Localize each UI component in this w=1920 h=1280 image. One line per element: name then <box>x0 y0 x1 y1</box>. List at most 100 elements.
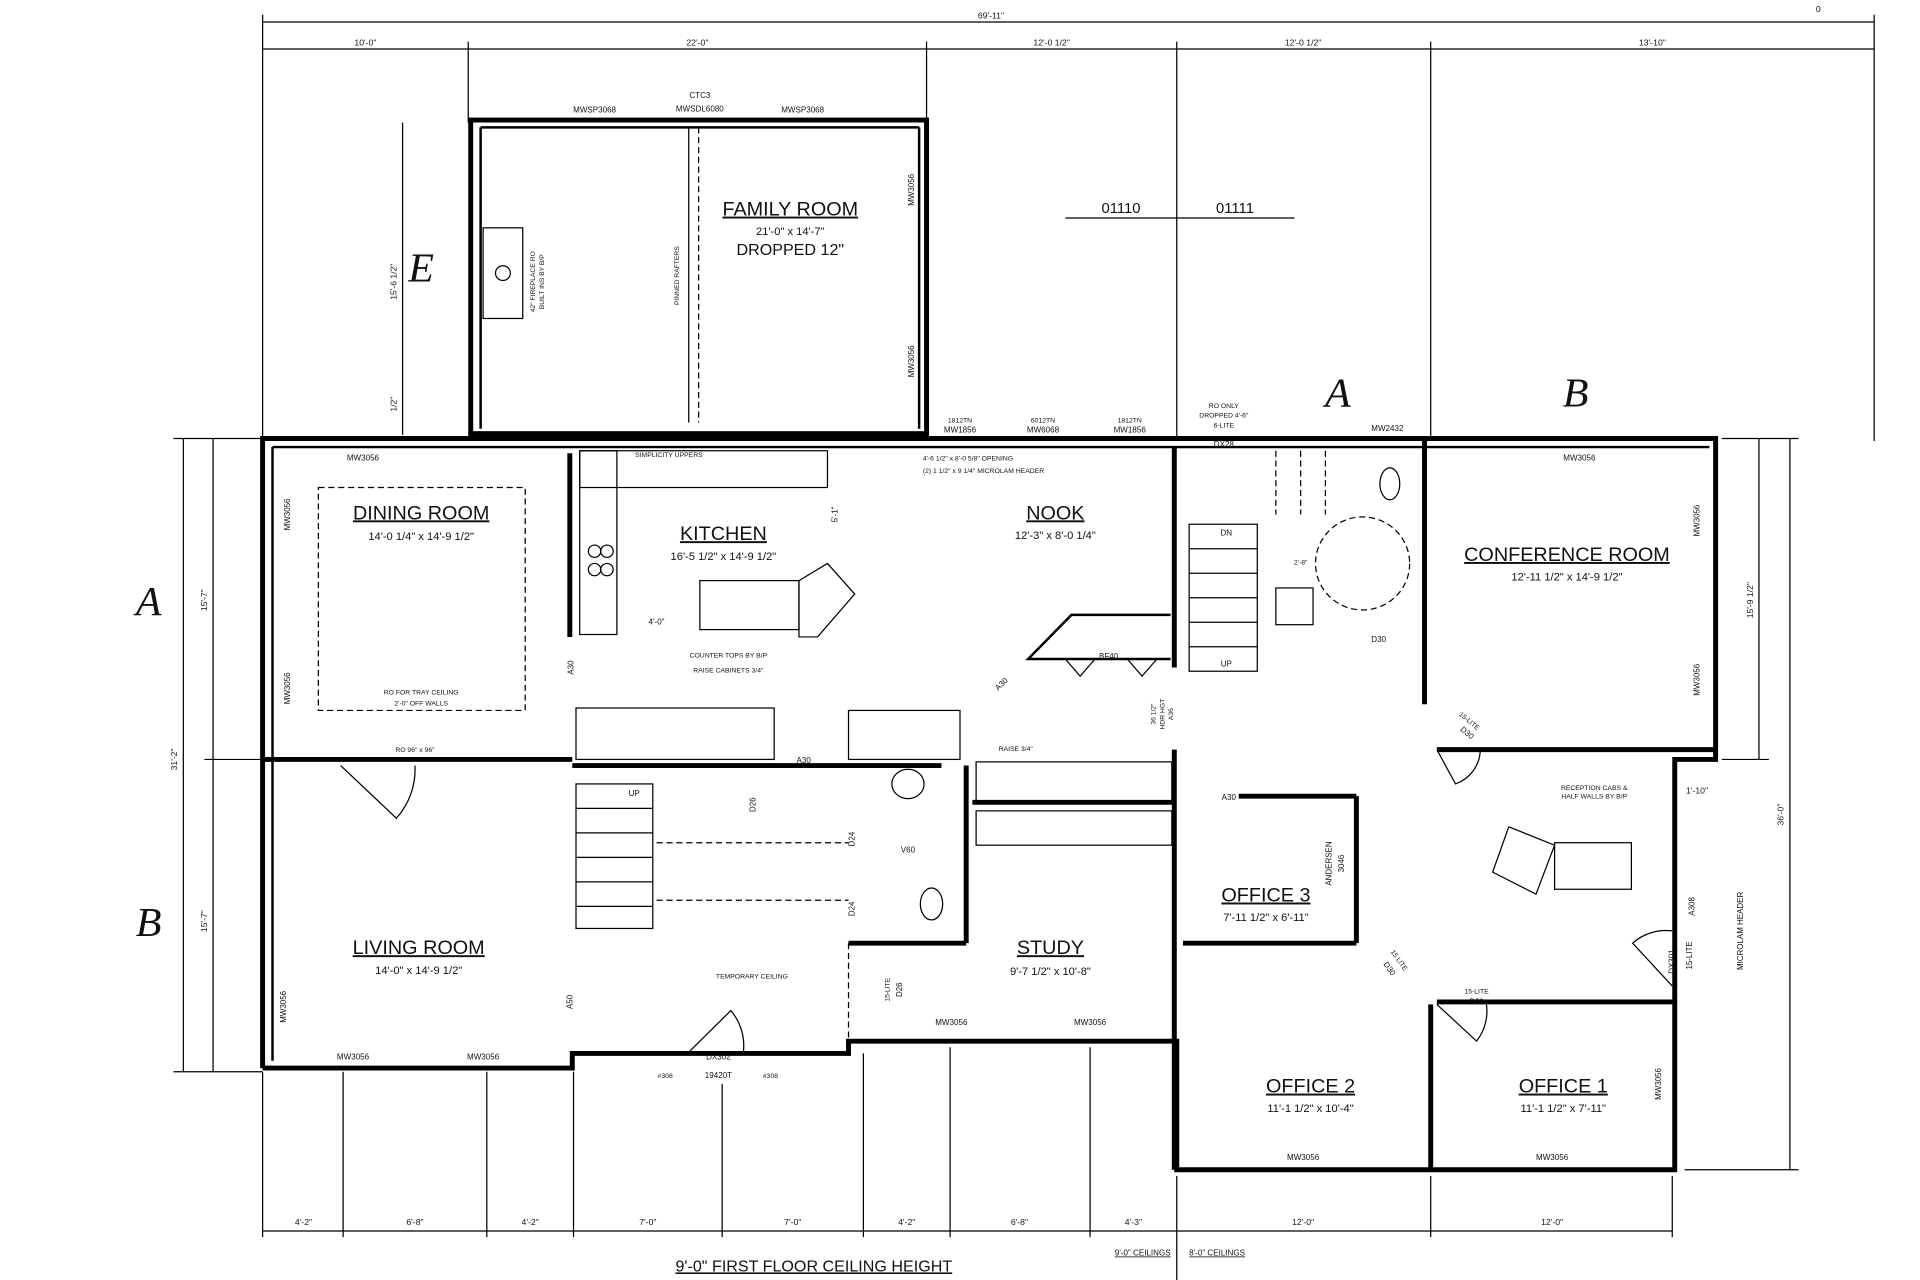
window-tag: MW3056 <box>337 1053 370 1062</box>
header-note: 36 1/2" <box>1151 703 1158 725</box>
grid-label-a: A <box>133 579 162 625</box>
door-tag: 6012TN <box>1031 418 1055 425</box>
window-tag: MW3056 <box>907 345 916 377</box>
door-tag: 15-LITE <box>884 977 891 1001</box>
room-name-nook: NOOK <box>1026 502 1084 524</box>
raise-note: RAISE 3/4" <box>999 746 1034 753</box>
window-tag: MWSP3068 <box>573 106 616 115</box>
arch-tag: A30 <box>1222 793 1237 802</box>
top-dimensions: 69'-11" 10'-0" 22'-0" 12'-0 1/2" 12'-0 1… <box>261 10 1875 441</box>
microlam-note: MICROLAM HEADER <box>1736 892 1745 970</box>
arch-tag: A30 <box>566 660 575 675</box>
room-note-family: DROPPED 12" <box>736 242 844 259</box>
room-size-dining: 14'-0 1/4" x 14'-9 1/2" <box>368 531 474 543</box>
grid-label-b: B <box>1563 371 1589 417</box>
temp-ceiling-note: TEMPORARY CEILING <box>716 974 788 981</box>
dim-top: 12'-0 1/2" <box>1285 37 1322 47</box>
window-tag: 3046 <box>1337 854 1346 872</box>
door-tag: D24 <box>848 831 857 846</box>
dim-bottom: 12'-0" <box>1292 1217 1314 1227</box>
window-tag: MW3056 <box>1536 1153 1569 1162</box>
arch-tag: A30 <box>993 676 1010 693</box>
dim-bottom: 4'-2" <box>295 1217 312 1227</box>
header-note: HDR HGT <box>1159 699 1166 730</box>
fireplace-note: 42" FIREPLACE RO <box>530 251 537 312</box>
arch-tag: A30 <box>796 756 811 765</box>
room-name-study: STUDY <box>1017 937 1084 959</box>
window-tag: MW2432 <box>1371 424 1404 433</box>
section-marks: 01110 01111 <box>1065 201 1295 219</box>
opening-note: RO 96" x 96" <box>395 747 435 754</box>
window-tag: MW3056 <box>1692 504 1701 536</box>
room-size-study: 9'-7 1/2" x 10'-8" <box>1010 966 1091 978</box>
room-size-office1: 11'-1 1/2" x 7'-11" <box>1521 1103 1607 1115</box>
door-tag: 19420T <box>705 1071 732 1080</box>
dim-bottom: 12'-0" <box>1541 1217 1563 1227</box>
dim-bottom: 4'-3" <box>1125 1217 1142 1227</box>
door-tag: MWSDL6080 <box>676 105 724 114</box>
dim-top: 13'-10" <box>1639 37 1666 47</box>
door-tag: CTC3 <box>689 91 711 100</box>
window-tag: MW1856 <box>944 425 977 434</box>
room-name-conference: CONFERENCE ROOM <box>1464 544 1670 566</box>
door-tag: DX28 <box>1214 440 1235 449</box>
dim-stair: 2'-8" <box>1294 560 1308 567</box>
window-tag: MW3056 <box>935 1018 968 1027</box>
dim-overall: 69'-11" <box>978 10 1004 20</box>
room-name-office1: OFFICE 1 <box>1519 1076 1608 1098</box>
nook-bay: BF40 <box>1025 613 1171 678</box>
grid-label-a: A <box>1322 371 1351 417</box>
dim-bottom: 7'-0" <box>784 1217 801 1227</box>
exterior-walls <box>260 436 1719 1173</box>
room-size-nook: 12'-3" x 8'-0 1/4" <box>1015 530 1096 542</box>
room-name-kitchen: KITCHEN <box>680 523 767 545</box>
door-note: DROPPED 4'-6" <box>1199 413 1249 420</box>
opening-note: 4'-6 1/2" x 8'-0 5/8" OPENING <box>923 456 1013 463</box>
room-size-family: 21'-0" x 14'-7" <box>756 226 825 238</box>
grid-label-e: E <box>407 246 434 292</box>
window-tag: MW3056 <box>347 454 380 463</box>
counter-note: COUNTER TOPS BY B/P <box>690 653 768 660</box>
room-labels: DINING ROOM 14'-0 1/4" x 14'-9 1/2" RO F… <box>317 486 1670 1115</box>
window-tag: BF40 <box>1099 652 1119 661</box>
door-note: RO ONLY <box>1209 403 1240 410</box>
door-tag: DX302 <box>706 1053 731 1062</box>
window-tag: MWSP3068 <box>781 106 824 115</box>
dim-kitchen: 4'-0" <box>649 618 665 627</box>
room-name-office2: OFFICE 2 <box>1266 1076 1355 1098</box>
window-tag: MW3056 <box>283 672 292 704</box>
stairs: DN UP 2'-8" D30 UP <box>575 450 1411 930</box>
door-tag: D30 <box>1381 960 1397 978</box>
opening-note: (2) 1 1/2" x 9 1/4" MICROLAM HEADER <box>923 468 1044 475</box>
reception-note: RECEPTION CABS & <box>1561 785 1628 792</box>
room-size-conference: 12'-11 1/2" x 14'-9 1/2" <box>1511 572 1622 584</box>
room-name-office3: OFFICE 3 <box>1221 885 1310 907</box>
stair-up: UP <box>1221 659 1232 668</box>
dim-left: 31'-2" <box>169 749 179 771</box>
window-tag: 15-LITE <box>1685 941 1694 969</box>
bottom-dimensions: 4'-2" 6'-8" 4'-2" 7'-0" 7'-0" 4'-2" 6'-8… <box>261 1047 1673 1280</box>
room-name-living: LIVING ROOM <box>353 937 485 959</box>
window-tag: MW3056 <box>1074 1018 1107 1027</box>
dim-right: 1'-10" <box>1686 786 1708 796</box>
room-name-dining: DINING ROOM <box>353 502 489 524</box>
window-tag: MW3056 <box>283 498 292 530</box>
window-tag: MW3056 <box>1654 1068 1663 1100</box>
dim-bottom: 6'-8" <box>406 1217 423 1227</box>
header-note: A36 <box>1168 708 1175 720</box>
rafters-note: PINNED RAFTERS <box>674 246 681 305</box>
fireplace-note: BUILT INS BY B/P <box>539 254 546 309</box>
side-dimensions: 31'-2" 15'-7" 15'-7" 15'-9 1/2" 36'-0" 1… <box>169 437 1799 1171</box>
window-tag: MW3056 <box>467 1053 500 1062</box>
stair-dn: DN <box>1221 528 1233 537</box>
dim-bottom: 7'-0" <box>639 1217 656 1227</box>
door-tag: DX301 <box>1668 949 1677 974</box>
room-size-office3: 7'-11 1/2" x 6'-11" <box>1223 912 1309 924</box>
dim-top: 22'-0" <box>686 37 708 47</box>
window-tag: MW3056 <box>1563 454 1596 463</box>
window-tag: 1812TN <box>948 418 972 425</box>
door-swings <box>340 749 1673 1054</box>
dim-top: 12'-0 1/2" <box>1033 37 1070 47</box>
window-tag: MW3056 <box>279 990 288 1022</box>
stair-up: UP <box>629 789 640 798</box>
